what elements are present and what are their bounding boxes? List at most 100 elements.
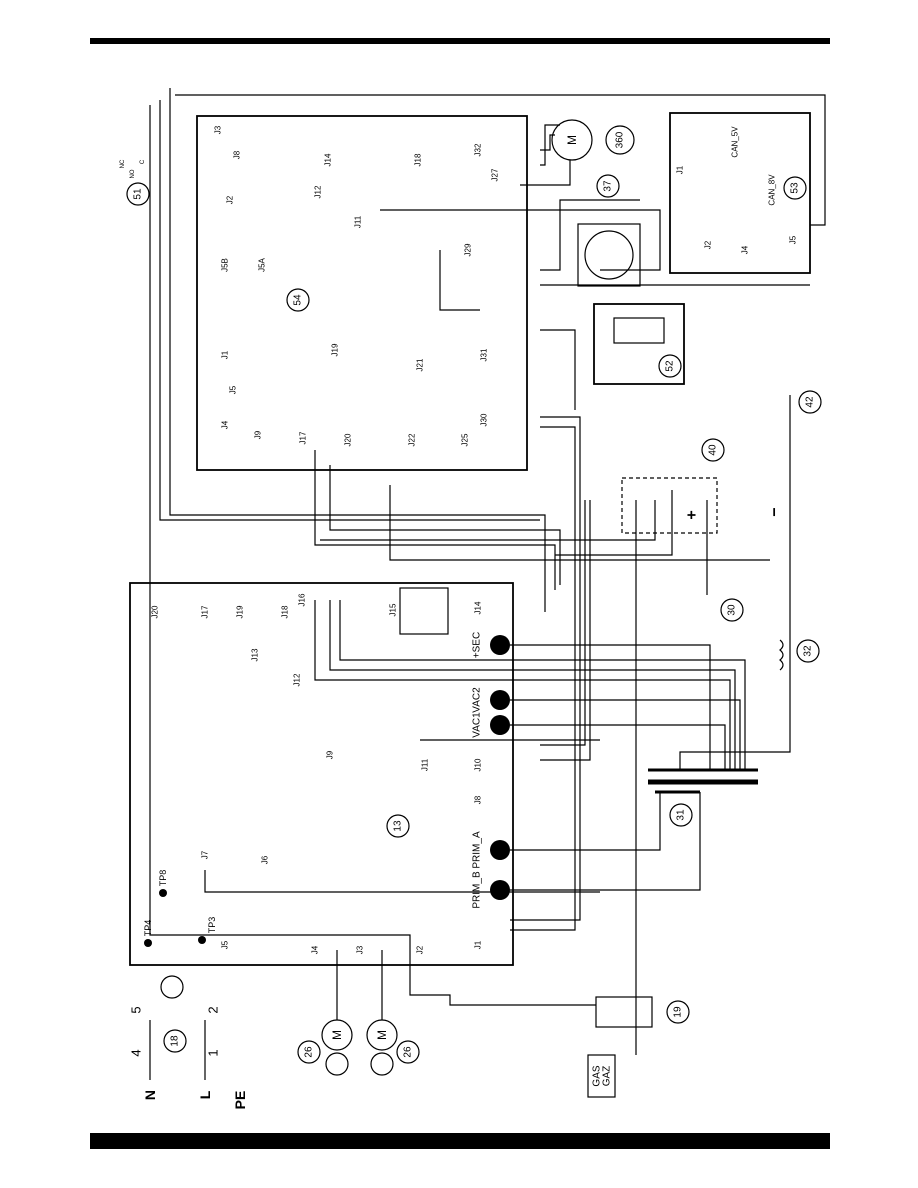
callout-26a: 26 bbox=[304, 1046, 315, 1058]
main-j4: J4 bbox=[311, 945, 320, 954]
main-j11: J11 bbox=[421, 758, 430, 771]
terminal-l-label: L bbox=[197, 1090, 213, 1099]
upper-j2: J2 bbox=[226, 195, 235, 204]
upper-j1: J1 bbox=[221, 350, 230, 359]
terminal-4-label: 4 bbox=[129, 1049, 144, 1056]
switch-51-nc: NC bbox=[120, 159, 126, 168]
coil-32-winding bbox=[779, 639, 784, 671]
main-j15: J15 bbox=[389, 603, 398, 616]
polarity-minus: − bbox=[767, 507, 784, 516]
upper-j9: J9 bbox=[254, 430, 263, 439]
upper-j3: J3 bbox=[214, 125, 223, 134]
main-j20: J20 bbox=[151, 605, 160, 618]
main-j19: J19 bbox=[236, 605, 245, 618]
motor-26b-symbol: M bbox=[375, 1030, 389, 1040]
upper-j25: J25 bbox=[461, 433, 470, 446]
gas-label-box bbox=[587, 1054, 616, 1098]
motor-360-symbol: M bbox=[565, 135, 579, 145]
main-j16: J16 bbox=[298, 593, 307, 606]
main-j6: J6 bbox=[261, 855, 270, 864]
connector-37-body bbox=[577, 223, 641, 287]
upper-j8: J8 bbox=[233, 150, 242, 159]
top-border-bar bbox=[90, 38, 830, 44]
pin-prim-a: PRIM_A bbox=[472, 831, 483, 869]
upper-board-outline bbox=[196, 115, 528, 471]
switch-51-c: C bbox=[140, 159, 146, 164]
testpoint-tp4: TP4 bbox=[143, 920, 153, 937]
testpoint-tp8: TP8 bbox=[158, 870, 168, 887]
main-j7: J7 bbox=[201, 850, 210, 859]
upper-j5a: J5A bbox=[258, 257, 267, 271]
motor-360-circle bbox=[551, 119, 593, 161]
callout-19: 19 bbox=[673, 1006, 684, 1018]
upper-j21: J21 bbox=[416, 358, 425, 371]
main-j17: J17 bbox=[201, 605, 210, 618]
panel53-j1: J1 bbox=[676, 165, 685, 174]
main-j8: J8 bbox=[474, 795, 483, 804]
pin-prim-b: PRIM_B bbox=[472, 871, 483, 909]
pin-sec: +SEC bbox=[472, 632, 483, 658]
upper-j31: J31 bbox=[480, 348, 489, 361]
main-j9: J9 bbox=[326, 750, 335, 759]
callout-53: 53 bbox=[790, 182, 801, 194]
panel53-j5: J5 bbox=[789, 235, 798, 244]
main-j2: J2 bbox=[416, 945, 425, 954]
upper-j30: J30 bbox=[480, 413, 489, 426]
upper-j32: J32 bbox=[474, 143, 483, 156]
panel-53-outline bbox=[669, 112, 811, 274]
upper-j29: J29 bbox=[464, 243, 473, 256]
main-j13: J13 bbox=[251, 648, 260, 661]
upper-j4: J4 bbox=[221, 420, 230, 429]
callout-42: 42 bbox=[805, 396, 816, 408]
callout-51: 51 bbox=[133, 188, 144, 200]
terminal-5-label: 5 bbox=[129, 1006, 144, 1013]
component-40-box bbox=[621, 477, 718, 534]
callout-54: 54 bbox=[293, 294, 304, 306]
callout-26b: 26 bbox=[403, 1046, 414, 1058]
terminal-pe-label: PE bbox=[232, 1091, 248, 1110]
terminal-2-label: 2 bbox=[206, 1006, 221, 1013]
upper-j12: J12 bbox=[314, 185, 323, 198]
callout-18: 18 bbox=[170, 1035, 181, 1047]
motor-26a-symbol: M bbox=[330, 1030, 344, 1040]
callout-360: 360 bbox=[615, 131, 626, 148]
main-j12: J12 bbox=[293, 673, 302, 686]
upper-j17: J17 bbox=[299, 431, 308, 444]
panel53-j4: J4 bbox=[741, 245, 750, 254]
main-board-chip bbox=[399, 587, 449, 635]
upper-j11: J11 bbox=[354, 215, 363, 228]
callout-37: 37 bbox=[603, 180, 614, 192]
main-j14: J14 bbox=[474, 601, 483, 614]
main-j5: J5 bbox=[221, 940, 230, 949]
pin-vac2: VAC2 bbox=[472, 687, 483, 713]
bottom-border-bar bbox=[90, 1133, 830, 1149]
upper-j27: J27 bbox=[491, 168, 500, 181]
gas-label-gaz: GAZ bbox=[602, 1066, 613, 1087]
callout-13: 13 bbox=[393, 820, 404, 832]
panel-52-connector bbox=[613, 317, 665, 344]
main-j3: J3 bbox=[356, 945, 365, 954]
main-j18: J18 bbox=[281, 605, 290, 618]
main-j10: J10 bbox=[474, 758, 483, 771]
upper-j14: J14 bbox=[324, 153, 333, 166]
callout-52: 52 bbox=[665, 360, 676, 372]
switch-51-no: NO bbox=[130, 169, 136, 178]
panel53-j2: J2 bbox=[704, 240, 713, 249]
panel53-can8v: CAN_8V bbox=[768, 174, 777, 206]
polarity-plus: + bbox=[684, 510, 701, 519]
panel53-can5v: CAN_5V bbox=[731, 126, 740, 158]
callout-30: 30 bbox=[727, 604, 738, 616]
main-j1: J1 bbox=[474, 940, 483, 949]
callout-32: 32 bbox=[803, 645, 814, 657]
lamp-18-circle bbox=[160, 975, 184, 999]
callout-31: 31 bbox=[676, 809, 687, 821]
upper-j22: J22 bbox=[408, 433, 417, 446]
terminal-n-label: N bbox=[142, 1090, 158, 1100]
terminal-1-label: 1 bbox=[206, 1049, 221, 1056]
callout-40: 40 bbox=[708, 444, 719, 456]
upper-j20: J20 bbox=[344, 433, 353, 446]
upper-j19: J19 bbox=[331, 343, 340, 356]
upper-j5b: J5B bbox=[221, 258, 230, 272]
gas-label-gas: GAS bbox=[592, 1065, 603, 1086]
